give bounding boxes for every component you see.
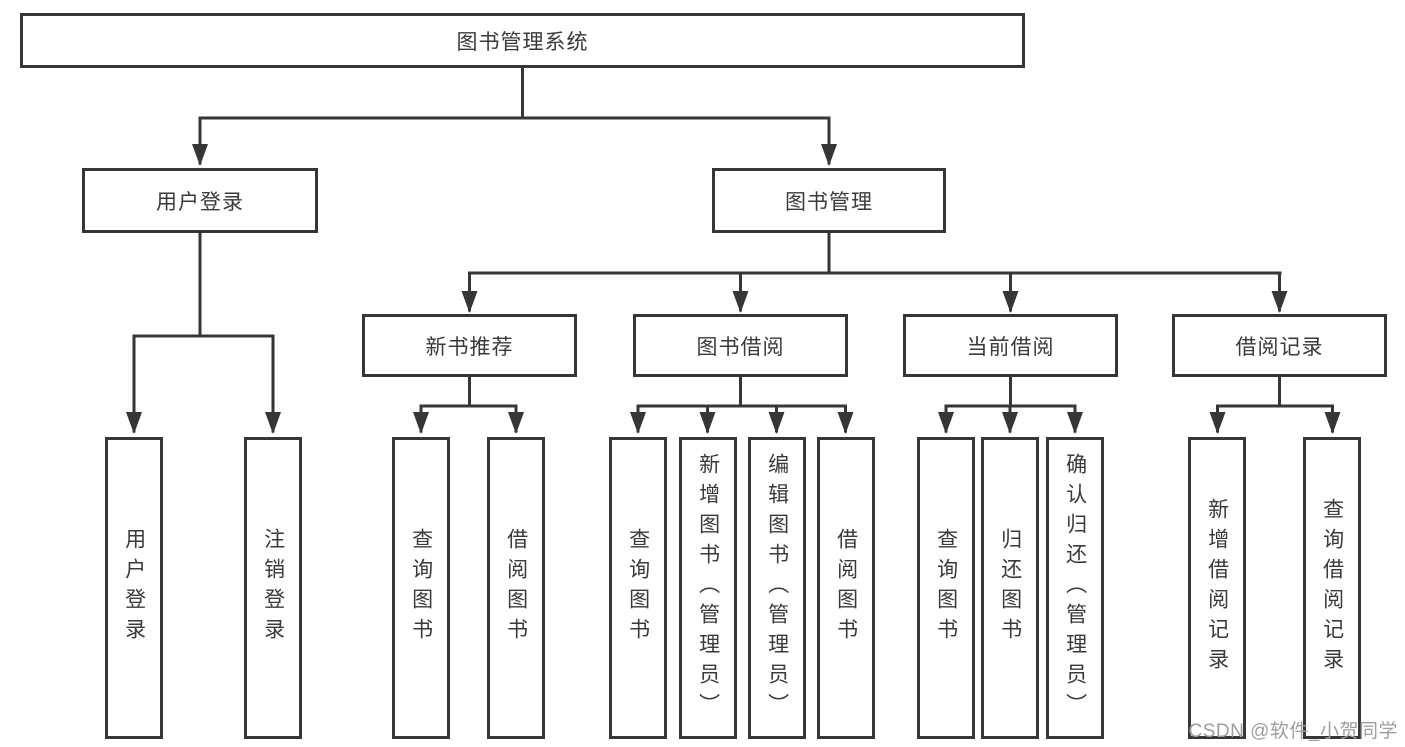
leaf-user-login: 用户登录	[105, 437, 163, 739]
leaf-return-books: 归还图书	[981, 437, 1039, 739]
watermark: CSDN @软件_小贺同学	[1188, 721, 1398, 742]
leaf-logout: 注销登录	[244, 437, 302, 739]
node-user-login: 用户登录	[82, 168, 318, 233]
leaf-query-borrow-record-label: 查询借阅记录	[1320, 498, 1344, 678]
node-book-management: 图书管理	[712, 168, 946, 233]
node-borrow-records: 借阅记录	[1172, 314, 1387, 377]
node-system-root-label: 图书管理系统	[456, 30, 589, 54]
node-book-borrow: 图书借阅	[633, 314, 848, 377]
leaf-confirm-return-admin-label: 确认归还（管理员）	[1063, 453, 1087, 723]
node-new-book-recommend: 新书推荐	[362, 314, 577, 377]
leaf-edit-books-admin: 编辑图书（管理员）	[748, 437, 806, 739]
node-borrow-records-label: 借阅记录	[1235, 335, 1324, 359]
leaf-return-books-label: 归还图书	[998, 528, 1022, 648]
node-current-borrow: 当前借阅	[903, 314, 1118, 377]
node-book-management-label: 图书管理	[785, 190, 873, 214]
leaf-query-borrow-record: 查询借阅记录	[1303, 437, 1361, 739]
leaf-current-query-books: 查询图书	[917, 437, 975, 739]
leaf-user-login-label: 用户登录	[122, 528, 146, 648]
node-system-root: 图书管理系统	[20, 13, 1025, 68]
leaf-confirm-return-admin: 确认归还（管理员）	[1046, 437, 1104, 739]
leaf-add-books-admin-label: 新增图书（管理员）	[696, 453, 720, 723]
leaf-add-borrow-record-label: 新增借阅记录	[1205, 498, 1229, 678]
leaf-borrow-books: 借阅图书	[817, 437, 875, 739]
node-new-book-recommend-label: 新书推荐	[425, 335, 514, 359]
leaf-recommend-borrow-books-label: 借阅图书	[504, 528, 528, 648]
leaf-borrow-query-books: 查询图书	[609, 437, 667, 739]
leaf-add-borrow-record: 新增借阅记录	[1188, 437, 1246, 739]
node-user-login-label: 用户登录	[156, 190, 244, 214]
leaf-recommend-query-books-label: 查询图书	[409, 528, 433, 648]
leaf-recommend-borrow-books: 借阅图书	[487, 437, 545, 739]
leaf-add-books-admin: 新增图书（管理员）	[679, 437, 737, 739]
leaf-borrow-query-books-label: 查询图书	[626, 528, 650, 648]
leaf-recommend-query-books: 查询图书	[392, 437, 450, 739]
leaf-logout-label: 注销登录	[261, 528, 285, 648]
leaf-current-query-books-label: 查询图书	[934, 528, 958, 648]
leaf-borrow-books-label: 借阅图书	[834, 528, 858, 648]
node-current-borrow-label: 当前借阅	[966, 335, 1055, 359]
leaf-edit-books-admin-label: 编辑图书（管理员）	[765, 453, 789, 723]
node-book-borrow-label: 图书借阅	[696, 335, 785, 359]
